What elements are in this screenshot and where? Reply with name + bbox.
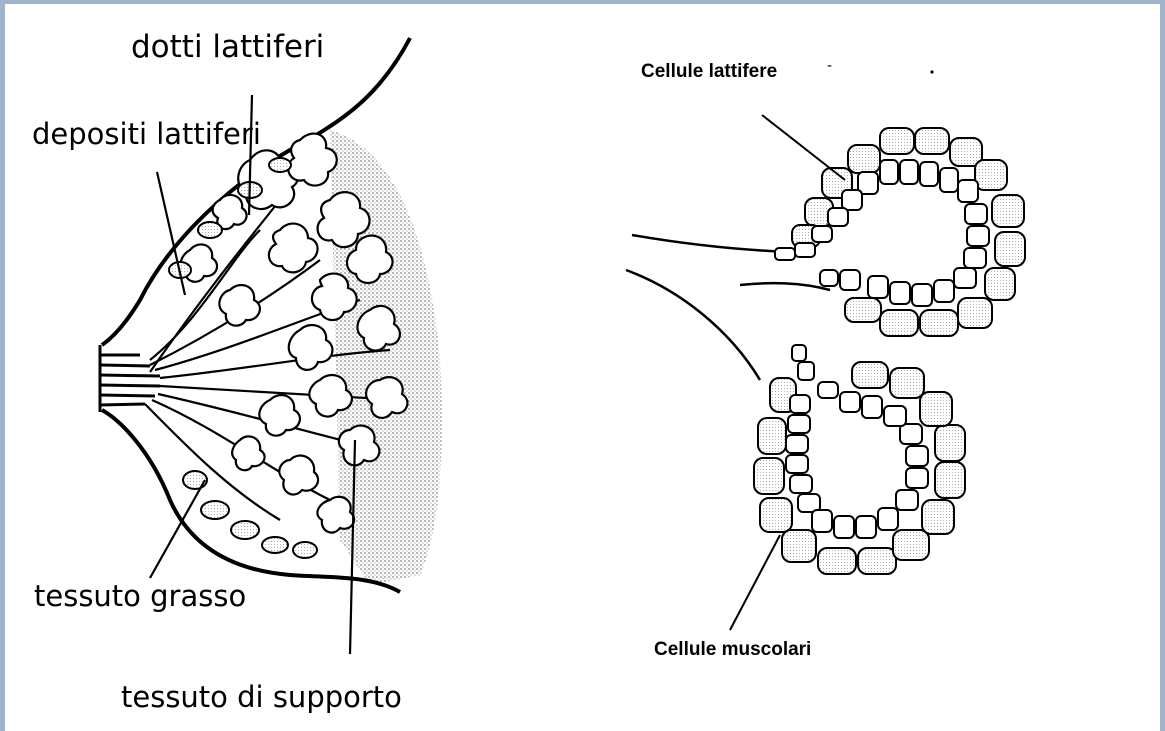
label-cellule-muscolari: Cellule muscolari bbox=[654, 640, 811, 659]
label-dotti-lattiferi: dotti lattiferi bbox=[131, 32, 324, 63]
duct-upper-wall bbox=[632, 235, 790, 252]
nipple bbox=[100, 345, 160, 412]
duct-fork bbox=[740, 283, 830, 290]
label-cellule-lattifere: Cellule lattifere bbox=[641, 62, 777, 81]
leader-cellule-muscolari bbox=[730, 535, 780, 630]
label-tick-mark: - bbox=[827, 58, 832, 74]
alveoli: - bbox=[626, 58, 1025, 630]
stray-dot bbox=[930, 70, 933, 73]
label-tessuto-di-supporto: tessuto di supporto bbox=[121, 683, 402, 712]
leader-cellule-lattifere bbox=[762, 115, 845, 180]
duct-lower-wall bbox=[626, 270, 760, 380]
label-tessuto-grasso: tessuto grasso bbox=[34, 582, 246, 611]
label-depositi-lattiferi: depositi lattiferi bbox=[32, 120, 261, 149]
